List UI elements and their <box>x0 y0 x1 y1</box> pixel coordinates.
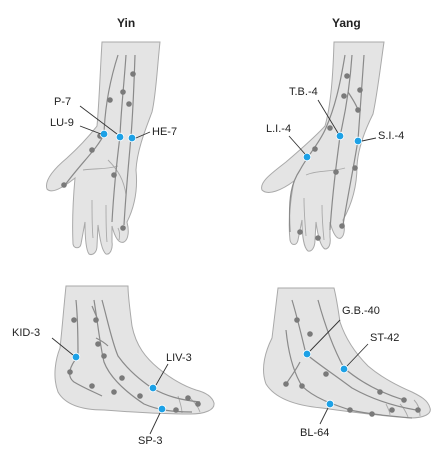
label-li-4: L.I.-4 <box>266 123 292 135</box>
yin-foot-outline <box>54 285 215 415</box>
label-bl-64: BL-64 <box>300 427 330 439</box>
yang-title: Yang <box>332 16 361 30</box>
yang-foot-illustration <box>263 287 431 425</box>
acupoint-gb-40 <box>302 349 312 359</box>
acupoint-sp-3 <box>157 404 167 414</box>
yang-hand-outline <box>261 41 385 252</box>
yang-foot-meridian-gallbladder <box>291 299 417 411</box>
yang-hand-illustration <box>261 41 385 252</box>
acupoint-li-4 <box>302 152 312 162</box>
label-he-7: HE-7 <box>152 126 178 138</box>
acupoint-p-7 <box>115 132 125 142</box>
label-kid-3: KID-3 <box>12 327 41 339</box>
label-sp-3: SP-3 <box>138 435 163 447</box>
yin-hand-illustration <box>46 41 161 255</box>
yin-hand-outline <box>46 41 161 255</box>
yin-title: Yin <box>117 16 136 30</box>
label-lu-9: LU-9 <box>50 117 74 129</box>
acupoint-st-42 <box>339 364 349 374</box>
yin-foot-meridian-liver <box>101 299 201 403</box>
acupoint-bl-64 <box>325 399 335 409</box>
acupoint-si-4 <box>353 136 363 146</box>
acupoint-kid-3 <box>71 352 81 362</box>
label-st-42: ST-42 <box>370 332 400 344</box>
acupoint-tb-4 <box>335 131 345 141</box>
acupoint-he-7 <box>127 133 137 143</box>
acupoint-liv-3 <box>148 383 158 393</box>
label-gb-40: G.B.-40 <box>342 305 380 317</box>
label-liv-3: LIV-3 <box>166 352 192 364</box>
label-p-7: P-7 <box>54 96 72 108</box>
yang-foot-meridian-bladder <box>285 329 413 419</box>
yang-foot-outline <box>263 287 431 419</box>
label-tb-4: T.B.-4 <box>289 86 318 98</box>
acupoint-lu-9 <box>99 129 109 139</box>
yin-foot-illustration <box>51 285 215 435</box>
label-si-4: S.I.-4 <box>378 130 405 142</box>
